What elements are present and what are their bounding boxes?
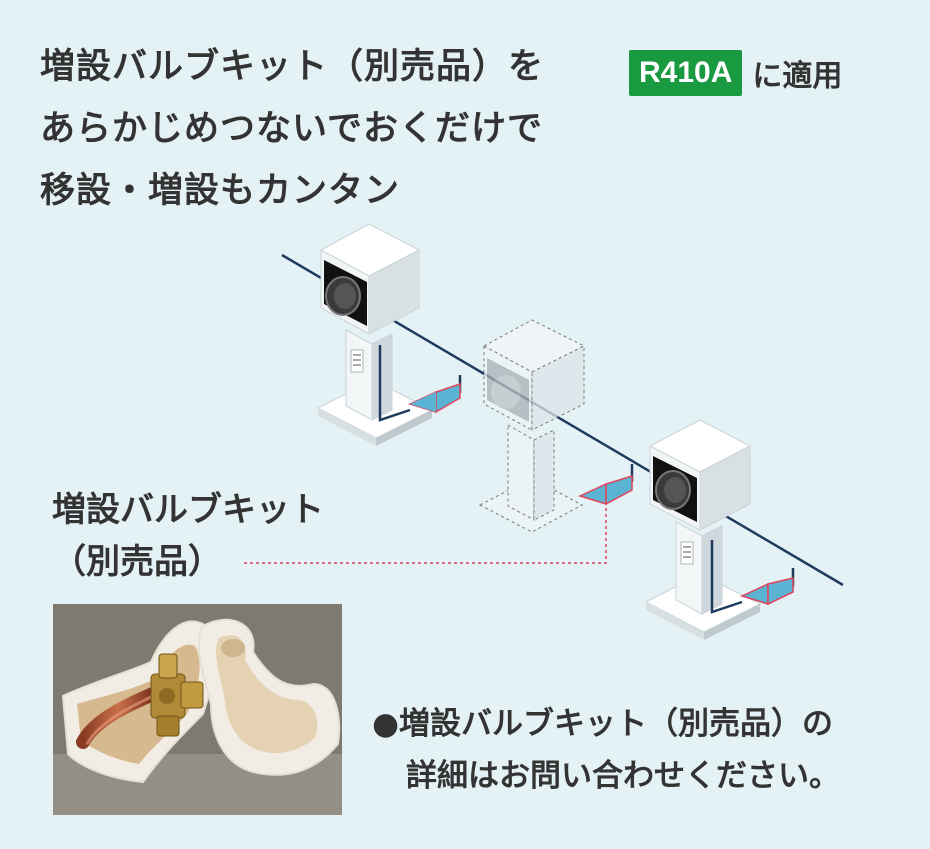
refrigerant-applies-text: に適用 <box>752 59 843 94</box>
future-unit-outline <box>478 319 586 533</box>
outdoor-unit-icon <box>316 223 434 446</box>
headline: 増設バルブキット（別売品）を あらかじめつないでおくだけで 移設・増設もカンタン <box>40 36 544 222</box>
valve-icon <box>739 577 794 606</box>
contact-note-line-2: 詳細はお問い合わせください。 <box>406 758 840 794</box>
refrigerant-badge: R410A <box>629 50 743 96</box>
valve-icon <box>407 382 461 414</box>
valve-kit-label: 増設バルブキット （別売品） <box>52 484 324 588</box>
headline-line-1: 増設バルブキット（別売品）を <box>40 47 545 87</box>
valve-kit-label-line-1: 増設バルブキット <box>52 490 324 530</box>
leader-line <box>244 508 607 564</box>
valve-icon <box>577 474 633 506</box>
valve-kit-photo <box>53 604 342 815</box>
refrigerant-tag: R410A に適用 <box>629 50 842 96</box>
outdoor-unit-icon <box>644 419 762 640</box>
headline-line-2: あらかじめつないでおくだけで <box>40 109 543 149</box>
valve-kit-label-line-2: （別売品） <box>52 542 222 582</box>
headline-line-3: 移設・増設もカンタン <box>40 171 401 211</box>
contact-note-line-1: ●増設バルブキット（別売品）の <box>372 706 834 742</box>
contact-note: ●増設バルブキット（別売品）の 詳細はお問い合わせください。 <box>372 698 840 802</box>
